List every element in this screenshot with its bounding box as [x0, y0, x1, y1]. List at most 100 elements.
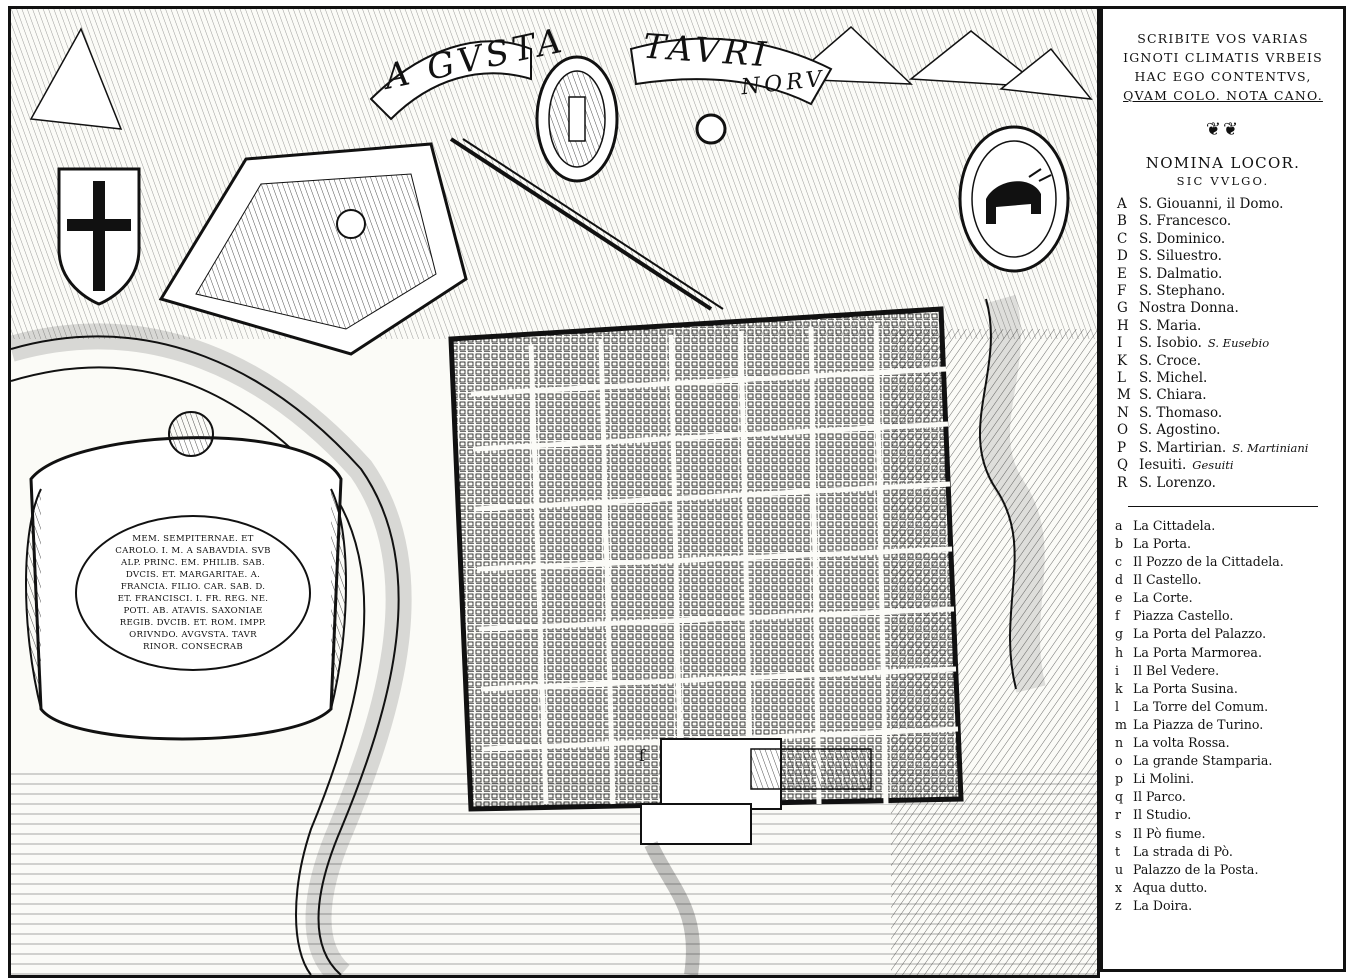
legend-place-name: S. Isobio. [1139, 335, 1202, 352]
legend-entry-M: M S. Chiara. [1117, 387, 1343, 404]
legend-key: b [1115, 536, 1124, 551]
legend-place-name: La Torre del Comum. [1133, 698, 1269, 714]
legend-place-name: S. Siluestro. [1139, 248, 1222, 265]
legend-place-name: Il Bel Vedere. [1133, 662, 1220, 678]
motto-line: SCRIBITE VOS VARIAS [1137, 31, 1309, 46]
legend-place-name: S. Giouanni, il Domo. [1139, 196, 1284, 212]
legend-key: I [1117, 335, 1123, 352]
legend-place-name: Il Parco. [1133, 789, 1186, 805]
dedication-inscription: MEM. SEMPITERNAE. ET CAROLO. I. M. A SAB… [108, 533, 278, 653]
legend-key: L [1117, 370, 1126, 387]
legend-place-name: Aqua dutto. [1133, 879, 1208, 895]
strada-di-po [644, 841, 700, 975]
legend-key: O [1117, 422, 1129, 439]
legend-key: u [1115, 861, 1124, 877]
legend-place-name: Iesuiti. [1139, 457, 1187, 474]
legend-key: q [1115, 789, 1124, 805]
legend-panel: SCRIBITE VOS VARIAS IGNOTI CLIMATIS VRBE… [1100, 6, 1346, 972]
central-arms [535, 55, 619, 183]
motto-line: IGNOTI CLIMATIS VRBEIS [1123, 50, 1323, 65]
legend-key: K [1117, 352, 1128, 369]
map-drawing: f [11, 9, 1097, 975]
legend-place-name: Palazzo de la Posta. [1133, 861, 1259, 877]
motto-line: QVAM COLO. NOTA CANO. [1123, 88, 1323, 103]
legend-place-name: La Cittadela. [1133, 517, 1216, 533]
legend-place-name: La Piazza de Turino. [1133, 716, 1264, 732]
legend-place-name: La strada di Pò. [1133, 843, 1233, 859]
legend-place-name: S. Stephano. [1139, 283, 1226, 300]
handwritten-note: Gesuiti [1192, 458, 1234, 473]
legend-entry-d: d Il Castello. [1115, 571, 1343, 589]
aqueduct [449, 137, 713, 311]
legend-entry-t: t La strada di Pò. [1115, 843, 1343, 861]
turin-bull-arms [958, 125, 1070, 273]
legend-place-name: Il Castello. [1133, 572, 1202, 588]
legend-place-name: S. Francesco. [1139, 213, 1232, 230]
legend-key: d [1115, 572, 1124, 588]
inscription-line: CAROLO. I. M. A SABAVDIA. SVB [115, 546, 271, 556]
legend-key: c [1115, 554, 1123, 570]
legend-key: M [1117, 387, 1131, 404]
citadel-well [336, 209, 366, 239]
street-grid [470, 322, 959, 805]
legend-place-name: La Porta del Palazzo. [1133, 626, 1267, 642]
legend-key: o [1115, 753, 1123, 769]
legend-place-name: Piazza Castello. [1133, 608, 1234, 624]
legend-place-name: La grande Stamparia. [1133, 753, 1273, 769]
legend-place-name: S. Chiara. [1139, 387, 1207, 404]
legend-key: a [1115, 517, 1123, 533]
river-west-bank [11, 335, 400, 975]
legend-key: z [1115, 897, 1122, 913]
legend-title: NOMINA LOCOR. [1145, 154, 1301, 172]
legend-key: D [1117, 248, 1128, 265]
inscription-line: ALP. PRINC. EM. PHILIB. SAB. [121, 558, 265, 568]
legend-divider [1128, 505, 1318, 507]
legend-key: n [1115, 735, 1124, 751]
legend-key: R [1117, 474, 1128, 491]
inscription-line: REGIB. DVCIB. ET. ROM. IMPP. [119, 618, 267, 628]
title-banner [369, 37, 833, 145]
legend-entry-q: q Il Parco. [1115, 788, 1343, 806]
legend-subtitle: SIC VVLGO. [1176, 174, 1270, 188]
legend-key: e [1115, 590, 1123, 606]
handwritten-note: S. Eusebio [1207, 336, 1270, 351]
legend-key: E [1117, 265, 1127, 282]
legend-entry-B: B S. Francesco. [1117, 213, 1343, 230]
map-marker-f: f [639, 746, 646, 765]
legend-key: G [1117, 300, 1128, 317]
river-east [980, 294, 1046, 693]
legend-entry-o: o La grande Stamparia. [1115, 752, 1343, 770]
legend-place-name: S. Martirian. [1139, 439, 1227, 456]
legend-key: B [1117, 213, 1127, 230]
legend-key: g [1115, 626, 1124, 642]
legend-key: P [1117, 439, 1127, 456]
legend-key: F [1117, 283, 1127, 300]
legend-key: t [1115, 843, 1121, 859]
mountains [29, 25, 1093, 130]
legend-place-name: S. Thomaso. [1139, 404, 1223, 421]
legend-key: r [1115, 807, 1122, 823]
legend-place-name: La Porta. [1133, 536, 1192, 551]
